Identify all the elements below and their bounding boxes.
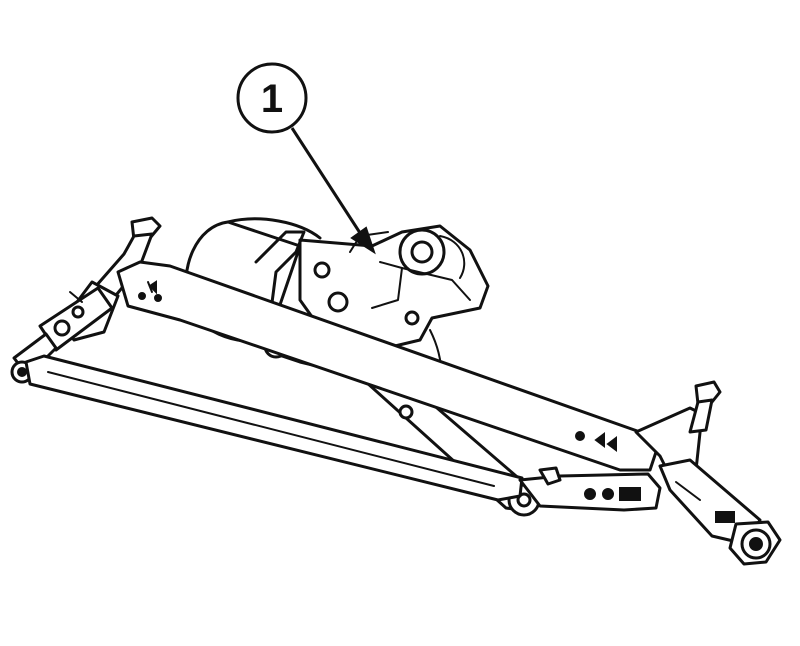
callout-leader-line (290, 127, 364, 237)
callout-label: 1 (261, 77, 283, 121)
left-pivot (10, 216, 162, 384)
connecting-rod (24, 354, 524, 502)
callout-circle (236, 62, 308, 134)
callout-1: 1 (236, 62, 376, 255)
right-pivot (518, 380, 782, 566)
callout-arrowhead (350, 226, 376, 255)
frame-tube (116, 260, 662, 472)
